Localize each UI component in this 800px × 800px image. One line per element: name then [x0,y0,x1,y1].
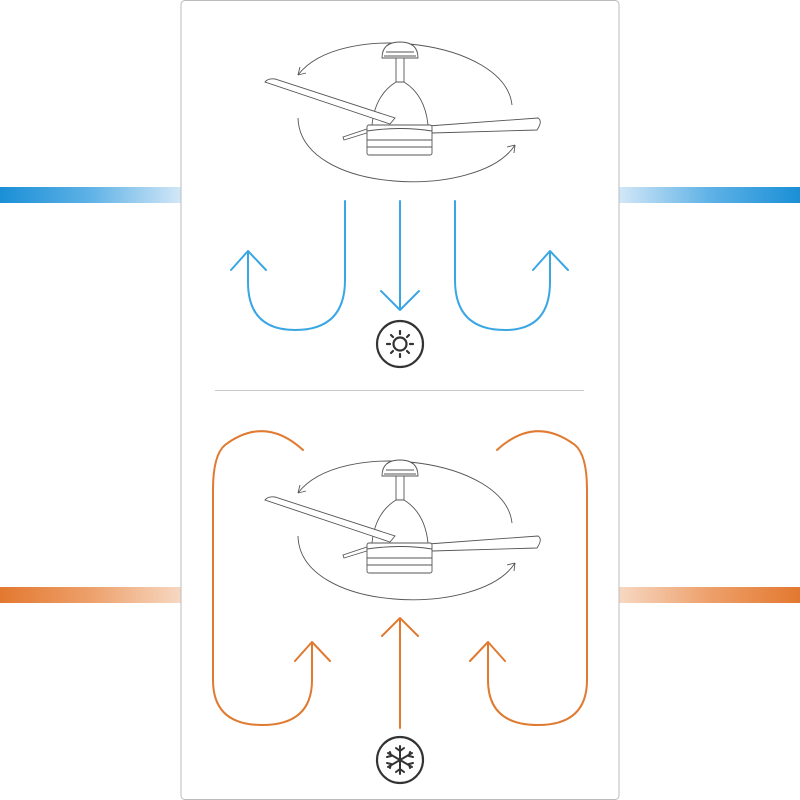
sun-icon [375,319,425,369]
winter-airflow-arrows [212,430,588,729]
winter-bar-right [619,587,800,603]
arrow-loop-right [469,430,588,726]
arrow-loop-left [212,430,331,726]
arrow-loop-right [454,200,569,331]
arrow-down-center [380,200,420,311]
snowflake-icon [375,735,425,785]
arrow-up-center [381,617,419,729]
winter-bar-left [0,587,181,603]
summer-bar-left [0,187,181,203]
arrow-loop-left [230,200,346,331]
summer-airflow-arrows [230,200,569,331]
summer-bar-right [619,187,800,203]
